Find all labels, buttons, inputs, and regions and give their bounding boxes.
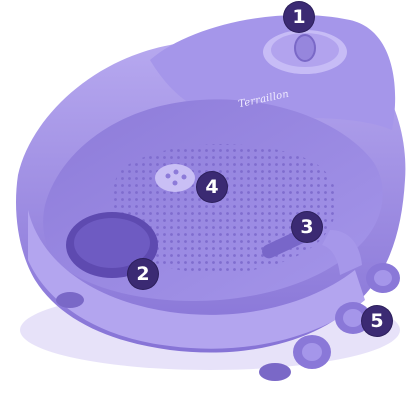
callout-4-badge: 4 (197, 172, 227, 202)
callout-5-badge: 5 (362, 306, 392, 336)
callout-1-badge: 1 (284, 2, 314, 32)
callout-3-badge: 3 (292, 212, 322, 242)
control-dial-knob (295, 35, 315, 61)
rotating-attachment (155, 164, 195, 192)
callout-2-badge: 2 (128, 259, 158, 289)
foot-left (56, 292, 84, 308)
foot-right (259, 363, 291, 381)
